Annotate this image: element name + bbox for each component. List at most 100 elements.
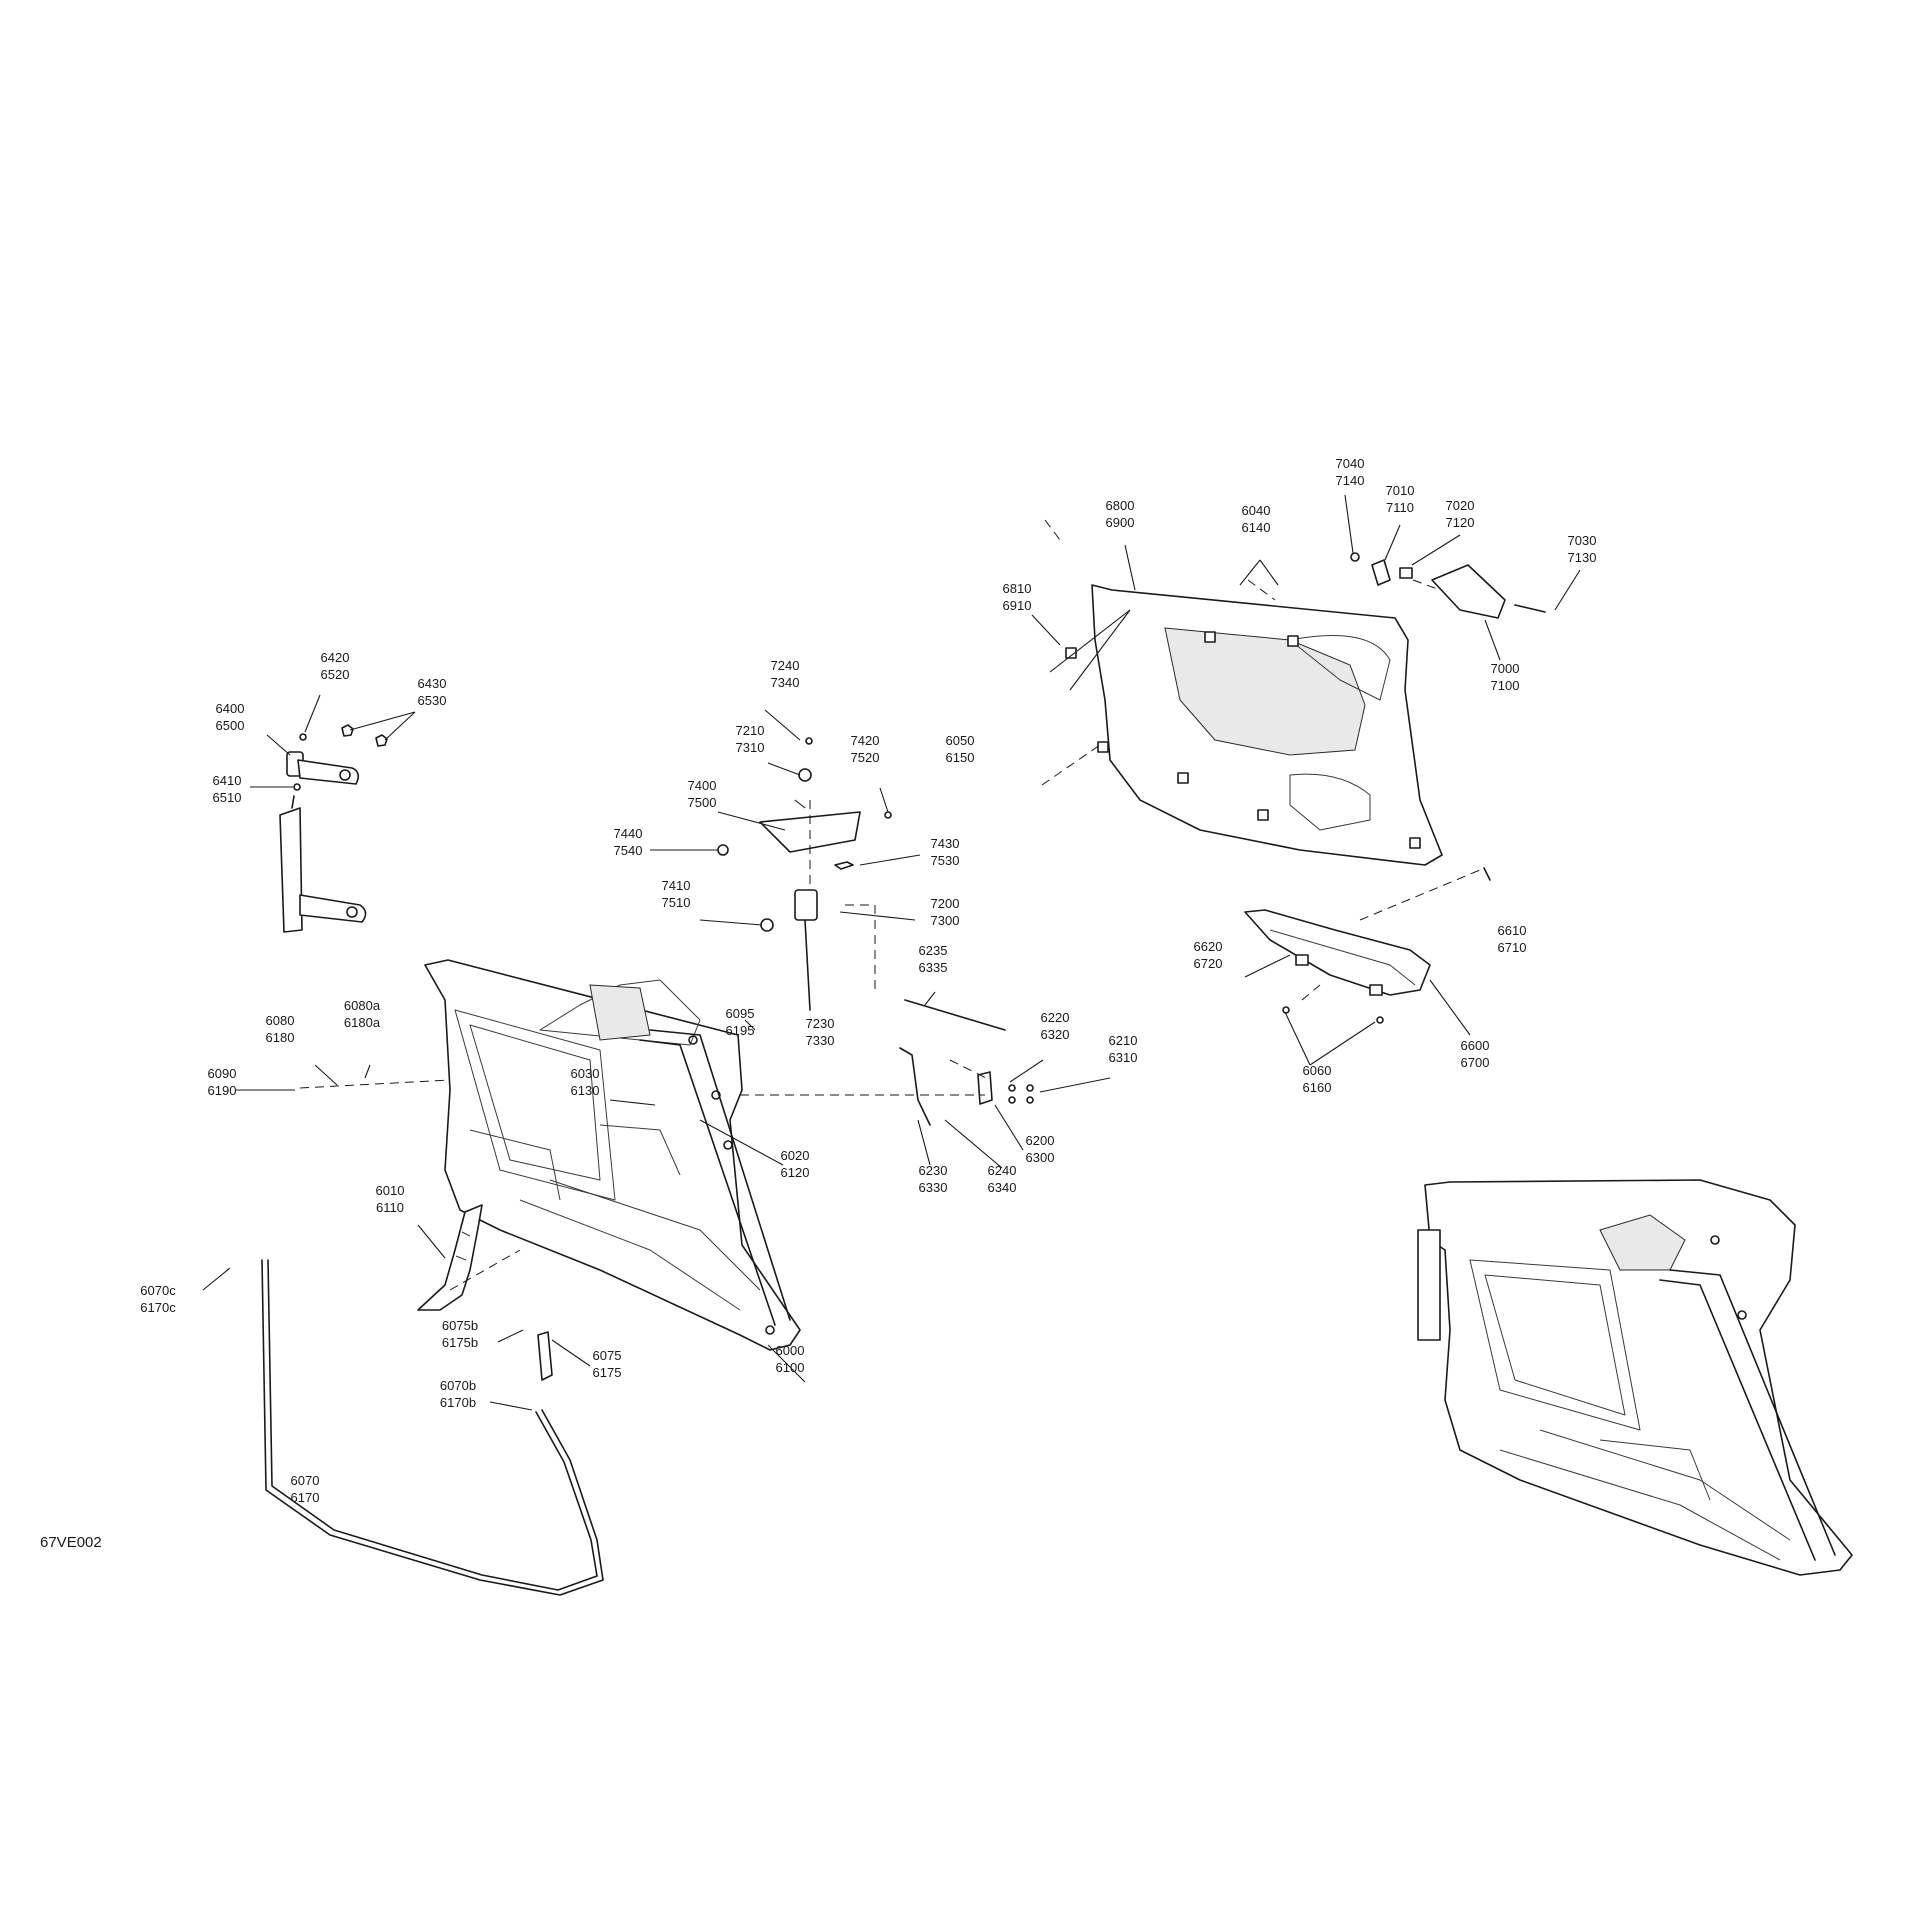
callout-label: 6810 xyxy=(1003,581,1032,596)
callout-6075b: 6075b 6175b xyxy=(442,1318,478,1350)
callout-6600: 6600 6700 xyxy=(1461,1038,1490,1070)
door-seal-strip xyxy=(261,1259,604,1596)
callout-label: 6195 xyxy=(726,1023,755,1038)
callout-label: 6040 xyxy=(1242,503,1271,518)
callout-label: 6190 xyxy=(208,1083,237,1098)
callout-label: 7420 xyxy=(851,733,880,748)
leader-lines xyxy=(202,494,1581,1411)
callout-label: 7500 xyxy=(688,795,717,810)
callout-label: 6180a xyxy=(344,1015,381,1030)
callout-labels: 6000610060106110602061206030613060406140… xyxy=(140,456,1596,1505)
callout-label: 7300 xyxy=(931,913,960,928)
callout-label: 7100 xyxy=(1491,678,1520,693)
callout-label: 6000 xyxy=(776,1343,805,1358)
callout-label: 6150 xyxy=(946,750,975,765)
callout-label: 6100 xyxy=(776,1360,805,1375)
callout-label: 6170c xyxy=(140,1300,176,1315)
callout-label: 6530 xyxy=(418,693,447,708)
callout-label: 7040 xyxy=(1336,456,1365,471)
callout-label: 6340 xyxy=(988,1180,1017,1195)
callout-label: 7410 xyxy=(662,878,691,893)
callout-6090: 6090 6190 xyxy=(208,1066,237,1098)
callout-label: 6095 xyxy=(726,1006,755,1021)
callout-label: 7130 xyxy=(1568,550,1597,565)
callout-label: 6030 xyxy=(571,1066,600,1081)
door-upper-panel xyxy=(1065,584,1443,866)
inner-handle-assembly xyxy=(1350,552,1546,619)
door-armrest xyxy=(1244,867,1491,1024)
callout-label: 6800 xyxy=(1106,498,1135,513)
callout-label: 6900 xyxy=(1106,515,1135,530)
callout-label: 6060 xyxy=(1303,1063,1332,1078)
callout-6010: 6010 6110 xyxy=(376,1183,405,1215)
callout-label: 6120 xyxy=(781,1165,810,1180)
callout-6050: 6050 6150 xyxy=(946,733,975,765)
callout-6230: 6230 6330 xyxy=(919,1163,948,1195)
callout-label: 6510 xyxy=(213,790,242,805)
callout-7400: 7400 7500 xyxy=(688,778,717,810)
callout-label: 7230 xyxy=(806,1016,835,1031)
callout-label: 7000 xyxy=(1491,661,1520,676)
callout-label: 6020 xyxy=(781,1148,810,1163)
callout-label: 6235 xyxy=(919,943,948,958)
callout-label: 7020 xyxy=(1446,498,1475,513)
callout-label: 6200 xyxy=(1026,1133,1055,1148)
callout-label: 7510 xyxy=(662,895,691,910)
center-hardware-assembly xyxy=(717,737,892,1011)
door-hinge-assembly xyxy=(279,724,388,933)
callout-6000: 6000 6100 xyxy=(776,1343,805,1375)
callout-label: 6330 xyxy=(919,1180,948,1195)
callout-label: 6600 xyxy=(1461,1038,1490,1053)
callout-label: 6180 xyxy=(266,1030,295,1045)
callout-label: 6010 xyxy=(376,1183,405,1198)
callout-6020: 6020 6120 xyxy=(781,1148,810,1180)
callout-7030: 7030 7130 xyxy=(1568,533,1597,565)
callout-label: 6420 xyxy=(321,650,350,665)
callout-label: 6090 xyxy=(208,1066,237,1081)
callout-label: 6400 xyxy=(216,701,245,716)
callout-6095: 6095 6195 xyxy=(726,1006,755,1038)
callout-label: 6050 xyxy=(946,733,975,748)
callout-label: 6175 xyxy=(593,1365,622,1380)
callout-label: 6070c xyxy=(140,1283,176,1298)
door-frame-left xyxy=(424,959,801,1351)
callout-label: 6075b xyxy=(442,1318,478,1333)
callout-label: 6175b xyxy=(442,1335,478,1350)
callout-6410: 6410 6510 xyxy=(213,773,242,805)
callout-label: 7240 xyxy=(771,658,800,673)
callout-label: 6220 xyxy=(1041,1010,1070,1025)
callout-label: 6700 xyxy=(1461,1055,1490,1070)
callout-label: 6500 xyxy=(216,718,245,733)
callout-label: 6610 xyxy=(1498,923,1527,938)
callout-label: 6160 xyxy=(1303,1080,1332,1095)
callout-label: 6140 xyxy=(1242,520,1271,535)
callout-label: 7030 xyxy=(1568,533,1597,548)
callout-label: 6110 xyxy=(376,1200,404,1215)
callout-6060: 6060 6160 xyxy=(1303,1063,1332,1095)
door-handle-bracket xyxy=(417,1204,483,1311)
trim-clip xyxy=(537,1331,553,1381)
callout-label: 6230 xyxy=(919,1163,948,1178)
callout-label: 7400 xyxy=(688,778,717,793)
callout-label: 7340 xyxy=(771,675,800,690)
callout-label: 6410 xyxy=(213,773,242,788)
callout-label: 6070 xyxy=(291,1473,320,1488)
callout-label: 7010 xyxy=(1386,483,1415,498)
